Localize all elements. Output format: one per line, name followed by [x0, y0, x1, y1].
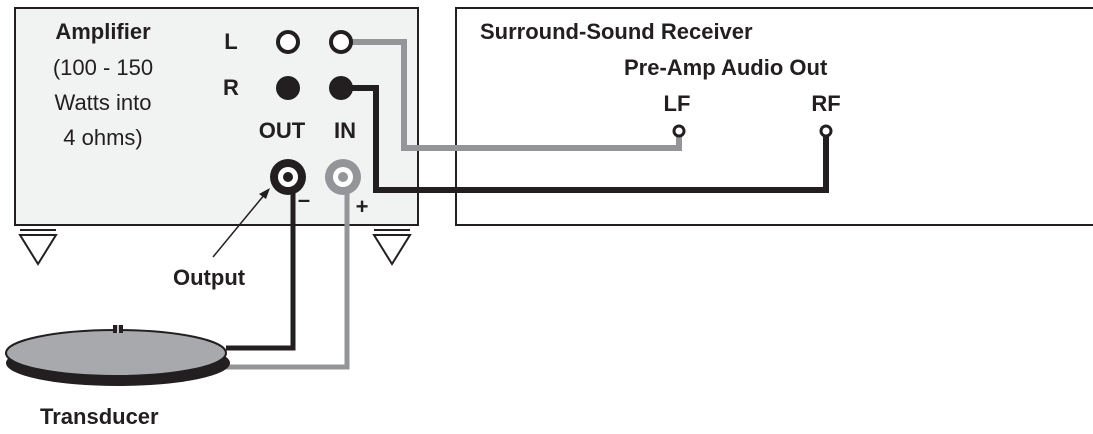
- rf-jack: [819, 124, 833, 138]
- amplifier-spec-line2: Watts into: [55, 90, 152, 115]
- left-out-jack: [276, 30, 300, 54]
- out-label: OUT: [259, 118, 306, 143]
- lf-label: LF: [664, 91, 691, 116]
- right-in-jack: [329, 76, 353, 100]
- amplifier-spec-line1: (100 - 150: [53, 55, 153, 80]
- output-label: Output: [173, 265, 246, 290]
- amplifier-title: Amplifier: [55, 19, 151, 44]
- input-terminal-center: [338, 172, 348, 182]
- gray-wire-input: [226, 180, 350, 370]
- left-in-jack: [329, 30, 353, 54]
- amplifier-spec-line3: 4 ohms): [63, 125, 142, 150]
- minus-sign: –: [298, 187, 310, 212]
- receiver-title: Surround-Sound Receiver: [480, 19, 753, 44]
- output-terminal-center: [283, 172, 293, 182]
- amplifier-left-foot: [18, 234, 58, 266]
- black-wire-output: [226, 178, 296, 351]
- output-arrow-line: [212, 193, 266, 258]
- plus-sign: +: [356, 194, 369, 219]
- black-cable-right-input: [342, 85, 829, 193]
- right-out-jack: [276, 76, 300, 100]
- output-arrow-head: [259, 188, 270, 199]
- left-channel-label: L: [224, 29, 237, 54]
- in-label: IN: [334, 118, 356, 143]
- lf-jack: [672, 124, 686, 138]
- right-channel-label: R: [223, 75, 239, 100]
- gray-cable-left-input: [342, 39, 682, 151]
- receiver-subtitle: Pre-Amp Audio Out: [624, 55, 828, 80]
- transducer-label: Transducer: [40, 404, 159, 429]
- amplifier-right-foot: [372, 234, 412, 266]
- rf-label: RF: [811, 91, 840, 116]
- transducer-top: [5, 329, 227, 377]
